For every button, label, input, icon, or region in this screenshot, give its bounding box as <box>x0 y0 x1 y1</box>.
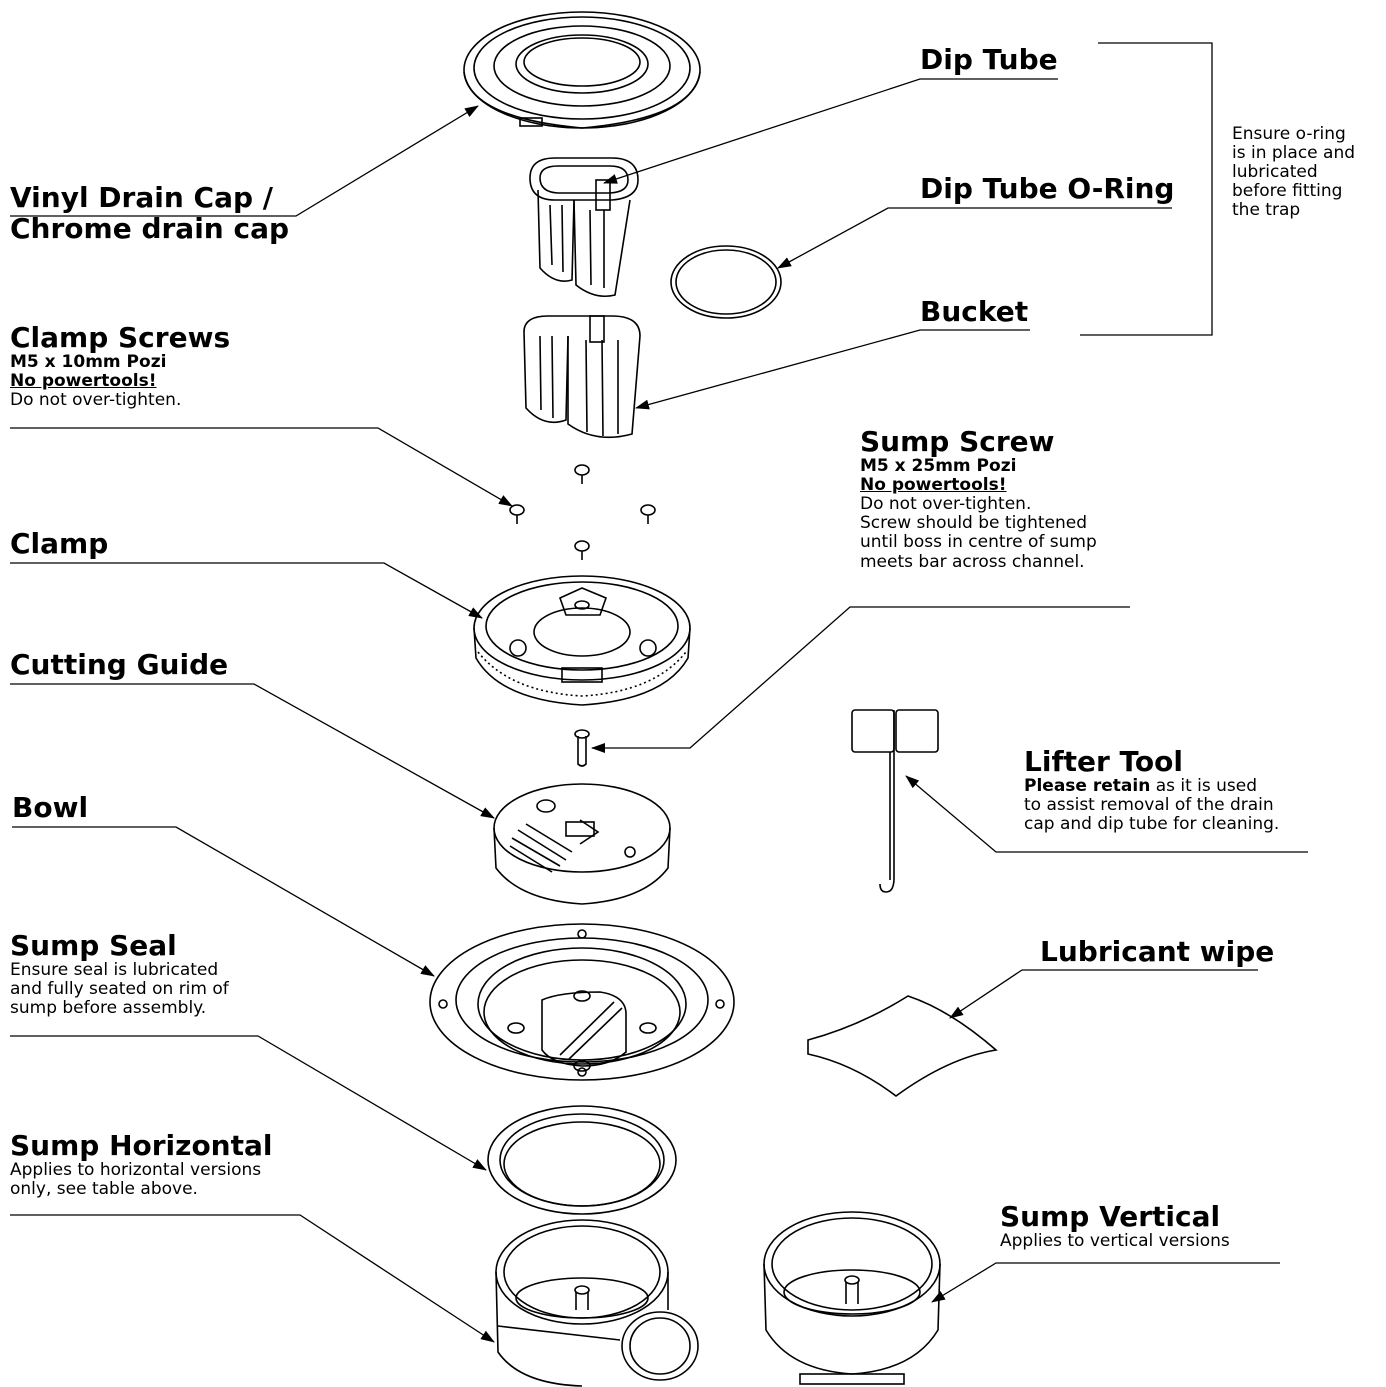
vinyl-cap-line1: Vinyl Drain Cap / <box>10 181 273 214</box>
leader-o-ring <box>777 207 1172 269</box>
vinyl-cap-label: Vinyl Drain Cap / Chrome drain cap <box>10 182 289 245</box>
lifter-tool-bold: Please retain <box>1024 776 1151 797</box>
vinyl-cap-line2: Chrome drain cap <box>10 212 290 246</box>
sump-screw-label: Sump Screw M5 x 25mm Pozi No powertools!… <box>860 426 1097 572</box>
clamp-screws-spec: M5 x 10mm Pozi <box>10 352 167 373</box>
o-ring-note-bracket <box>1080 42 1213 336</box>
sump-screw-part <box>574 729 590 767</box>
clamp-screws-part <box>509 464 656 560</box>
clamp-screws-warning: No powertools! <box>10 371 157 392</box>
lubricant-wipe-label: Lubricant wipe <box>1040 935 1275 968</box>
lifter-tool-label: Lifter Tool Please retain as it is used … <box>1024 746 1279 834</box>
dip-tube-label: Dip Tube <box>920 43 1058 76</box>
sump-screw-note1: Do not over-tighten. <box>860 494 1032 515</box>
sump-horizontal-title: Sump Horizontal <box>10 1129 273 1162</box>
dip-tube-title: Dip Tube <box>920 43 1058 76</box>
bucket-title: Bucket <box>920 295 1029 328</box>
sump-horizontal-line2: only, see table above. <box>10 1179 198 1200</box>
o-ring-note-line4: before fitting <box>1232 181 1343 202</box>
o-ring-note-line3: lubricated <box>1232 162 1318 183</box>
sump-seal-line2: and fully seated on rim of <box>10 979 229 1000</box>
sump-seal-line1: Ensure seal is lubricated <box>10 960 219 981</box>
dip-tube-o-ring-label: Dip Tube O-Ring <box>920 172 1175 205</box>
leader-dip-tube <box>603 78 1058 184</box>
lifter-tool-rest: as it is used <box>1150 776 1258 797</box>
sump-screw-warning: No powertools! <box>860 475 1007 496</box>
o-ring-note: Ensure o-ring is in place and lubricated… <box>1232 124 1356 221</box>
bowl-label: Bowl <box>12 791 89 824</box>
o-ring-note-line5: the trap <box>1232 200 1301 221</box>
clamp-screws-note: Do not over-tighten. <box>10 390 182 411</box>
leader-lines <box>10 42 1308 1343</box>
cutting-guide-part <box>493 783 671 905</box>
lifter-tool-part <box>851 709 939 893</box>
o-ring-part <box>670 245 782 319</box>
lifter-tool-line2: to assist removal of the drain <box>1024 795 1274 816</box>
sump-horizontal-part <box>495 1219 699 1387</box>
o-ring-note-line1: Ensure o-ring <box>1232 124 1346 144</box>
leader-sump-screw <box>591 606 1130 753</box>
sump-screw-title: Sump Screw <box>860 425 1055 458</box>
lifter-tool-title: Lifter Tool <box>1024 745 1184 778</box>
sump-vertical-label: Sump Vertical Applies to vertical versio… <box>1000 1201 1230 1251</box>
leader-cutting-guide <box>10 683 495 819</box>
sump-seal-title: Sump Seal <box>10 929 177 962</box>
sump-seal-line3: sump before assembly. <box>10 998 207 1019</box>
leader-bucket <box>635 329 1030 410</box>
lubricant-wipe-title: Lubricant wipe <box>1040 935 1275 968</box>
clamp-screws-title: Clamp Screws <box>10 321 231 354</box>
clamp-part <box>473 575 691 706</box>
clamp-label: Clamp <box>10 527 109 560</box>
sump-vertical-part <box>763 1211 941 1385</box>
dip-tube-part <box>529 157 639 298</box>
dip-tube-o-ring-title: Dip Tube O-Ring <box>920 172 1175 205</box>
bucket-part <box>523 315 641 439</box>
cutting-guide-label: Cutting Guide <box>10 648 229 681</box>
cutting-guide-title: Cutting Guide <box>10 648 229 681</box>
lifter-tool-line3: cap and dip tube for cleaning. <box>1024 814 1280 835</box>
leader-sump-horizontal <box>10 1214 495 1343</box>
bowl-part <box>429 923 735 1081</box>
sump-horizontal-line1: Applies to horizontal versions <box>10 1160 262 1181</box>
sump-screw-note3: until boss in centre of sump <box>860 532 1097 553</box>
clamp-screws-label: Clamp Screws M5 x 10mm Pozi No powertool… <box>10 322 230 410</box>
bowl-title: Bowl <box>12 791 89 824</box>
sump-vertical-line1: Applies to vertical versions <box>1000 1231 1230 1252</box>
sump-screw-spec: M5 x 25mm Pozi <box>860 456 1017 477</box>
leader-clamp-screws <box>10 427 513 507</box>
leader-bowl <box>12 826 435 977</box>
leader-lifter-tool <box>905 775 1308 853</box>
sump-screw-note4: meets bar across channel. <box>860 551 1085 572</box>
sump-vertical-title: Sump Vertical <box>1000 1200 1221 1233</box>
leader-sump-vertical <box>931 1262 1280 1303</box>
sump-seal-part <box>487 1105 677 1215</box>
sump-horizontal-label: Sump Horizontal Applies to horizontal ve… <box>10 1130 273 1199</box>
leader-clamp <box>10 562 483 619</box>
drain-cap-part <box>463 11 701 129</box>
bucket-label: Bucket <box>920 295 1029 328</box>
clamp-title: Clamp <box>10 527 109 560</box>
leader-lubricant-wipe <box>949 969 1258 1019</box>
leader-vinyl-cap <box>10 105 479 217</box>
o-ring-note-line2: is in place and <box>1232 143 1356 164</box>
sump-screw-note2: Screw should be tightened <box>860 513 1088 534</box>
lubricant-wipe-part <box>807 995 998 1097</box>
sump-seal-label: Sump Seal Ensure seal is lubricated and … <box>10 930 229 1018</box>
leader-sump-seal <box>10 1035 487 1171</box>
